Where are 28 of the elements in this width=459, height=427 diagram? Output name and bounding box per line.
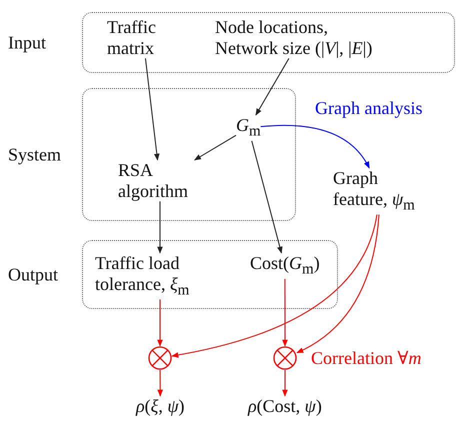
- node-label: Traffic load tolerance, ξ$_{m}$: [95, 253, 225, 300]
- node-label: Node locations, Network size (|V|, |E|): [215, 17, 387, 58]
- circled-cross-symbol: [273, 346, 297, 370]
- arrow: [296, 214, 380, 354]
- node-label: ρ(Cost, ψ): [248, 396, 322, 417]
- arrow: [171, 214, 378, 358]
- arrow: [260, 124, 370, 169]
- node-label: RSA algorithm: [118, 160, 202, 202]
- arrow: [194, 134, 236, 160]
- arrow: [282, 278, 288, 347]
- arrow: [282, 370, 288, 397]
- arrow: [251, 140, 283, 254]
- node-label: G$_{m}$: [236, 115, 261, 141]
- group-heading: Input: [8, 32, 46, 53]
- group-heading: System: [8, 144, 62, 165]
- arrow: [157, 299, 163, 347]
- node-label: ρ(ξ, ψ): [136, 396, 185, 417]
- group-heading: Output: [8, 264, 58, 285]
- arrow: [157, 200, 163, 254]
- edge-label: Graph analysis: [315, 98, 422, 119]
- arrow: [255, 58, 290, 116]
- node-label: Traffic matrix: [107, 17, 179, 58]
- annotation-text: Correlation ∀m: [311, 348, 422, 369]
- node-label: Cost(G$_{m}$): [250, 253, 320, 279]
- node-label: Graph feature, ψ$_{m}$: [333, 168, 428, 215]
- circled-cross-symbol: [148, 346, 172, 370]
- arrow: [144, 58, 160, 161]
- arrow: [157, 370, 163, 397]
